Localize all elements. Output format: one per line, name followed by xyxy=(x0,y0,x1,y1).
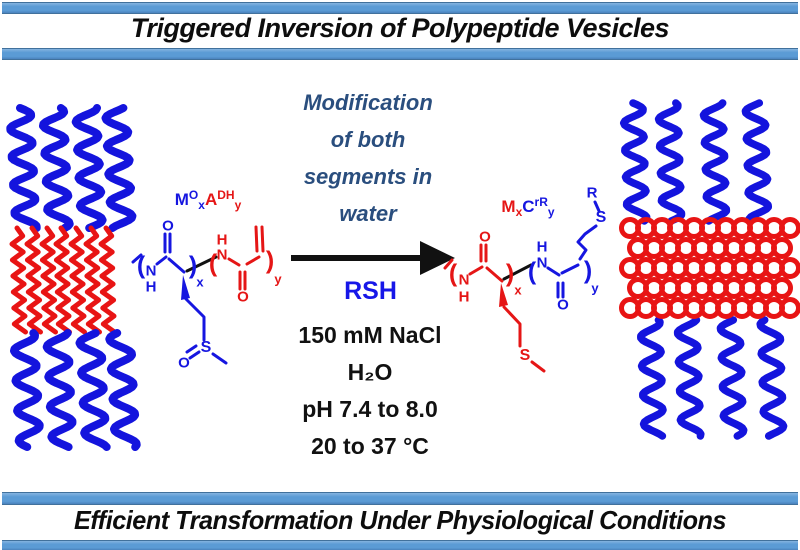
reaction-arrow xyxy=(291,241,455,275)
top-banner-title: Triggered Inversion of Polypeptide Vesic… xyxy=(130,13,670,43)
wedge-bond xyxy=(499,283,508,307)
condition-line: 150 mM NaCl xyxy=(298,322,442,348)
core-coil-loop xyxy=(779,297,800,319)
atom-label: S xyxy=(200,339,212,356)
atom-label: ( xyxy=(208,249,218,278)
atom-label: H xyxy=(458,288,470,306)
condition-line: pH 7.4 to 8.0 xyxy=(302,396,438,422)
polymer-label-part: y xyxy=(547,205,555,219)
helix-squiggle xyxy=(741,99,773,225)
top-banner-bar-upper xyxy=(2,2,798,14)
helix-squiggle xyxy=(71,104,107,232)
atom-label: O xyxy=(237,288,249,306)
atom-label: ( xyxy=(448,259,458,288)
polymer-label-part: M xyxy=(174,190,189,209)
atom-label: x xyxy=(514,282,522,298)
helix-squiggle xyxy=(6,104,41,232)
core-coil-loop xyxy=(779,217,800,239)
helix-squiggle xyxy=(716,316,748,440)
left-structure-blue-bonds xyxy=(131,232,228,365)
helix-squiggle xyxy=(75,329,111,451)
atom-label: N xyxy=(458,271,470,289)
core-coil-loop xyxy=(779,257,800,279)
top-banner-bar-lower xyxy=(2,48,798,60)
core-zigzag xyxy=(83,225,102,335)
wedge-bond xyxy=(181,275,190,300)
polymer-label-part: M xyxy=(501,197,516,216)
polymer-label-part: x xyxy=(198,198,205,212)
atom-label: ) xyxy=(188,251,198,280)
core-coil-loop xyxy=(771,237,793,259)
atom-label: ( xyxy=(527,257,537,286)
core-zigzag xyxy=(9,225,28,335)
core-zigzag xyxy=(24,225,43,335)
left-vesicle-membrane xyxy=(6,104,141,451)
atom-label: ) xyxy=(583,256,593,285)
helix-squiggle xyxy=(673,316,705,440)
atom-label: x xyxy=(196,274,204,290)
atom-label: y xyxy=(591,280,599,296)
polymer-label-part: O xyxy=(188,188,199,202)
helix-squiggle xyxy=(39,104,74,232)
core-coil-loop xyxy=(771,277,793,299)
atom-label: H xyxy=(216,231,228,249)
atom-label: ) xyxy=(265,246,275,275)
annotation-line: of both xyxy=(330,127,406,152)
atom-label: O xyxy=(162,217,174,235)
atom-label: O xyxy=(178,354,190,372)
atom-label: S xyxy=(519,347,531,364)
polymer-label-part: rR xyxy=(534,195,548,209)
atom-label: ( xyxy=(136,251,146,280)
right-structure-blue-bonds xyxy=(546,200,601,299)
left-backbone-link-bond xyxy=(185,255,218,273)
atom-label: H xyxy=(145,278,157,296)
annotation-line: segments in xyxy=(303,164,433,189)
polymer-label-part: x xyxy=(515,205,523,219)
atom-label: O xyxy=(557,296,569,314)
atom-label: N xyxy=(216,246,228,264)
bottom-banner-bar-upper xyxy=(2,492,798,505)
core-zigzag xyxy=(39,225,58,335)
atom-label: R xyxy=(586,184,598,202)
atom-label: N xyxy=(145,262,157,280)
polymer-label-part: A xyxy=(204,190,218,209)
polymer-label-part: C xyxy=(522,197,535,216)
right-polymer-label: MxCrRy xyxy=(501,195,555,219)
helix-squiggle xyxy=(619,99,651,225)
polymer-label-part: y xyxy=(234,198,242,212)
atom-label: y xyxy=(274,271,282,287)
annotation-text: Modification of both segments in water xyxy=(258,84,478,232)
helix-squiggle xyxy=(101,104,137,232)
condition-line: 20 to 37 °C xyxy=(311,433,429,459)
annotation-line: water xyxy=(339,201,397,226)
helix-squiggle xyxy=(10,329,44,451)
bottom-banner-bar-lower xyxy=(2,540,798,550)
right-backbone-link-bond xyxy=(502,263,533,281)
bottom-banner-title: Efficient Transformation Under Physiolog… xyxy=(73,505,727,535)
atom-label: H xyxy=(536,238,548,256)
right-vesicle-membrane xyxy=(619,99,800,440)
helix-squiggle xyxy=(637,316,667,440)
helix-squiggle xyxy=(699,99,731,225)
atom-label: N xyxy=(536,254,548,272)
helix-squiggle xyxy=(654,99,686,225)
annotation-line: Modification xyxy=(303,90,433,115)
reaction-conditions: 150 mM NaCl H₂O pH 7.4 to 8.0 20 to 37 °… xyxy=(272,317,468,465)
atom-label: O xyxy=(479,228,491,246)
atom-label: S xyxy=(595,209,607,226)
core-zigzag xyxy=(53,225,72,335)
condition-line: H₂O xyxy=(347,359,393,385)
right-structure-red-bonds xyxy=(443,243,546,373)
core-zigzag xyxy=(98,225,117,335)
atom-label: ) xyxy=(505,259,515,288)
polymer-label-part: DH xyxy=(217,188,235,202)
left-structure-red-bonds xyxy=(227,225,265,291)
helix-squiggle xyxy=(42,329,77,451)
helix-squiggle xyxy=(105,329,141,451)
helix-squiggle xyxy=(756,316,788,440)
core-zigzag xyxy=(68,225,87,335)
reagent-label: RSH xyxy=(344,277,397,305)
left-polymer-label: MOxADHy xyxy=(174,188,242,212)
